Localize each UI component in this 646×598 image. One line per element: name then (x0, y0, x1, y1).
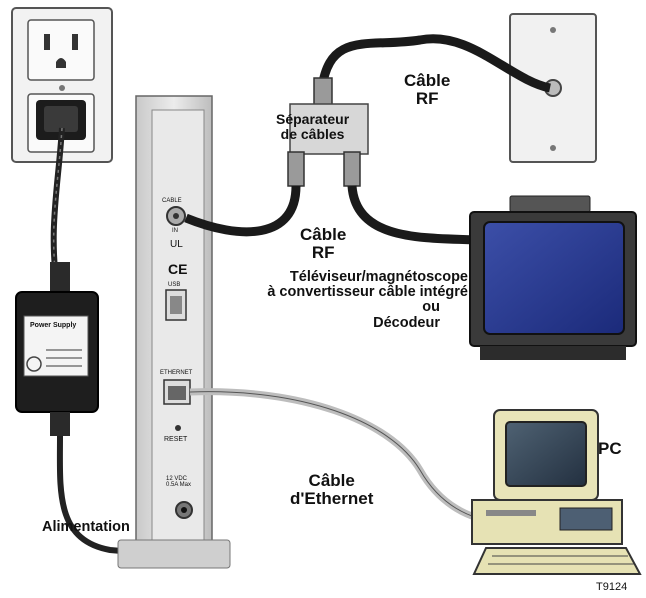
splitter-label: Séparateur de câbles (276, 111, 350, 142)
wall-outlet (11, 7, 113, 163)
tv-label: Téléviseur/magnétoscope à convertisseur … (267, 269, 468, 331)
modem-in-label: IN (172, 228, 178, 234)
modem-ul-mark: UL (170, 239, 183, 250)
modem-power-rating: 12 VDC 0.5A Max (166, 476, 192, 489)
pc-label: PC (598, 439, 622, 458)
modem-reset-label: RESET (164, 436, 188, 443)
personal-computer (471, 409, 642, 575)
rf-cable-label-top: Câble RF (404, 71, 451, 108)
rf-cable-splitter-to-modem (184, 185, 301, 237)
power-supply-brick (15, 262, 99, 436)
modem-cable-port-label: CABLE (162, 198, 182, 204)
modem-ce-mark: CE (168, 261, 188, 277)
ethernet-cable-label: Câble d'Ethernet (290, 471, 374, 508)
modem-usb-label: USB (168, 282, 181, 288)
rf-cable-wall-to-splitter (317, 34, 552, 93)
cable-splitter (287, 77, 369, 187)
modem-ethernet-label: ETHERNET (160, 370, 193, 376)
power-label: Alimentation (42, 519, 130, 535)
rf-cable-splitter-to-tv (347, 185, 479, 245)
coax-wall-plate (509, 13, 597, 163)
cable-modem (117, 95, 231, 569)
figure-id: T9124 (596, 581, 628, 593)
rf-cable-label-mid: Câble RF (300, 225, 347, 262)
television (469, 195, 637, 360)
power-supply-label: Power Supply (30, 322, 77, 329)
